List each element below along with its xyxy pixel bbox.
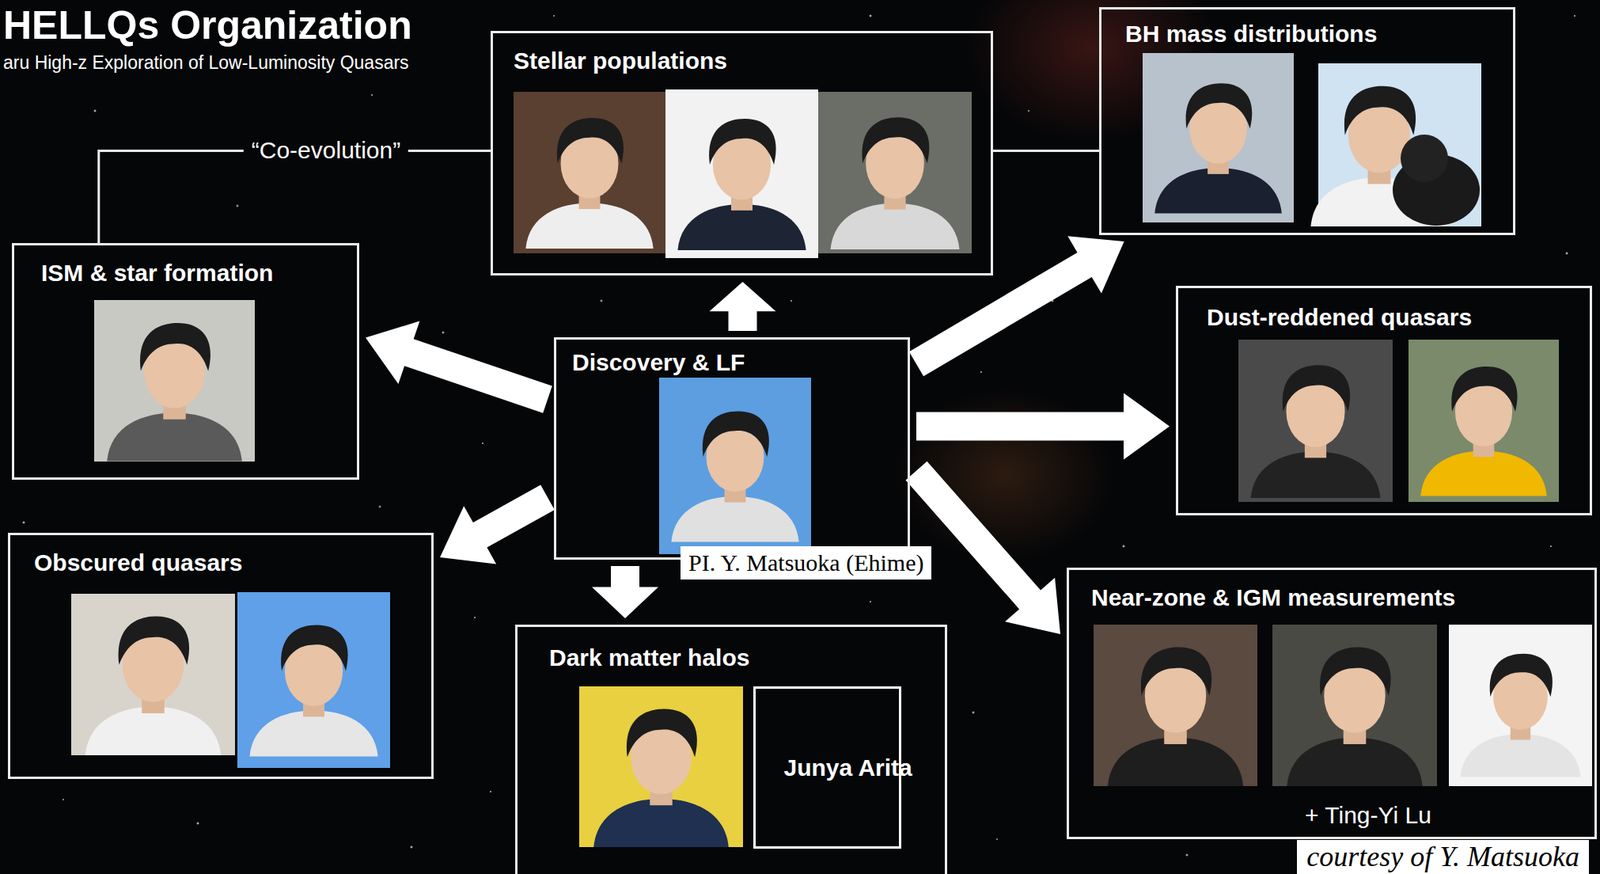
caption-box: courtesy of Y. Matsuoka <box>1296 839 1589 874</box>
name-box: Junya Arita <box>753 686 902 849</box>
member-photo <box>1310 63 1482 227</box>
group-box: BH mass distributions <box>1099 7 1516 236</box>
box-heading: BH mass distributions <box>1125 20 1377 49</box>
box-heading: PI. Y. Matsuoka (Ehime) <box>688 547 924 578</box>
member-photo <box>665 89 819 258</box>
credit-caption: courtesy of Y. Matsuoka <box>1306 839 1580 874</box>
box-heading: Discovery & LF <box>572 348 745 377</box>
block-arrow <box>365 321 553 414</box>
box-heading: Junya Arita <box>784 753 872 782</box>
member-photo <box>818 91 972 254</box>
member-photo <box>237 591 391 768</box>
member-photo <box>1238 339 1393 502</box>
label-patch: “Co-evolution” <box>243 136 409 165</box>
member-note: + Ting-Yi Lu <box>1304 801 1432 830</box>
box-heading: Near-zone & IGM measurements <box>1091 583 1456 612</box>
box-heading: Obscured quasars <box>34 549 243 577</box>
member-photo <box>94 299 255 462</box>
group-box: Dark matter halosJunya Arita <box>515 624 948 874</box>
box-heading: Dark matter halos <box>549 644 750 672</box>
title-block: HELLQs Organizationaru High-z Exploratio… <box>3 3 413 74</box>
pi-label: PI. Y. Matsuoka (Ehime) <box>680 545 932 580</box>
member-photo <box>1408 339 1559 502</box>
group-box: Dust-reddened quasars <box>1175 285 1593 516</box>
block-arrow <box>709 281 777 331</box>
link-line <box>993 149 1100 152</box>
block-arrow <box>591 565 659 619</box>
member-photo <box>71 593 236 755</box>
box-heading: ISM & star formation <box>41 259 273 288</box>
box-heading: Dust-reddened quasars <box>1206 303 1472 332</box>
subtitle-label: aru High-z Exploration of Low-Luminosity… <box>3 52 413 75</box>
member-photo <box>513 91 666 254</box>
group-box: Stellar populations <box>490 30 994 276</box>
block-arrow <box>439 485 555 565</box>
group-box: Near-zone & IGM measurements + Ting-Yi Lu <box>1066 567 1597 839</box>
member-photo <box>659 377 812 554</box>
member-photo <box>579 686 744 847</box>
member-photo <box>1448 624 1593 786</box>
page-title: HELLQs Organization <box>3 3 413 50</box>
member-photo <box>1272 624 1437 786</box>
box-heading: Stellar populations <box>513 47 728 76</box>
block-arrow <box>916 392 1170 459</box>
group-box: Discovery & LF <box>553 337 910 560</box>
member-photo <box>1093 624 1258 786</box>
edge-label: “Co-evolution” <box>251 136 401 165</box>
block-arrow <box>909 235 1125 376</box>
group-box: Obscured quasars <box>7 532 434 779</box>
group-box: ISM & star formation <box>11 242 360 480</box>
member-photo <box>1142 53 1294 223</box>
